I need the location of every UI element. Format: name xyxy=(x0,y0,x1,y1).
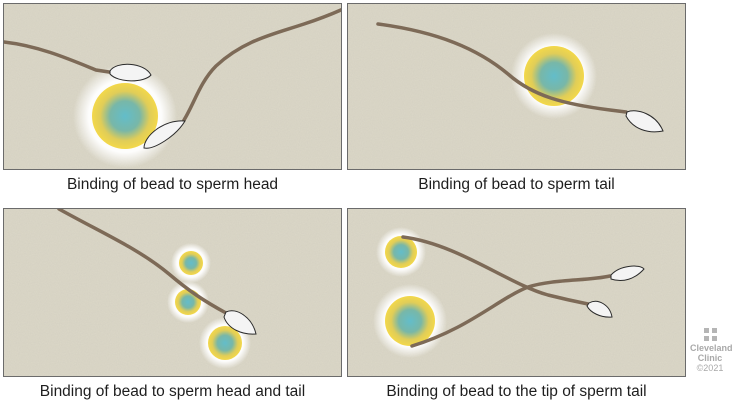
panel-bead-sperm-head-and-tail xyxy=(3,208,342,377)
caption-bottom-left: Binding of bead to sperm head and tail xyxy=(39,383,306,400)
sperm-tail xyxy=(376,22,628,114)
sperm-tail xyxy=(401,235,590,306)
panel-bead-tip-of-tail xyxy=(347,208,686,377)
cleveland-clinic-mark-icon xyxy=(703,328,717,341)
panel-bead-sperm-head xyxy=(3,3,342,170)
sperm-tail xyxy=(410,274,612,348)
bead xyxy=(167,281,209,323)
sperm-tail xyxy=(182,7,341,122)
sperm-head xyxy=(625,110,664,133)
sperm-head xyxy=(223,310,257,335)
panel-bead-sperm-tail xyxy=(347,3,686,170)
sperm-tail xyxy=(4,40,111,74)
sperm-tail xyxy=(57,209,228,315)
copyright-year: ©2021 xyxy=(696,363,724,373)
caption-top-left: Binding of bead to sperm head xyxy=(66,176,279,193)
caption-bottom-right: Binding of bead to the tip of sperm tail xyxy=(386,383,647,400)
sperm-head xyxy=(109,63,152,82)
logo-line-2: Clinic xyxy=(697,353,723,363)
bead xyxy=(376,227,426,277)
logo-line-1: Cleveland xyxy=(690,343,733,353)
sperm-head xyxy=(610,265,645,282)
bead xyxy=(171,243,211,283)
sperm-head xyxy=(586,300,613,318)
caption-top-right: Binding of bead to sperm tail xyxy=(418,176,615,193)
bead xyxy=(373,284,447,358)
cleveland-clinic-logo: Cleveland Clinic ©2021 xyxy=(690,328,733,374)
sperm-head xyxy=(143,120,186,149)
bead xyxy=(511,33,597,119)
